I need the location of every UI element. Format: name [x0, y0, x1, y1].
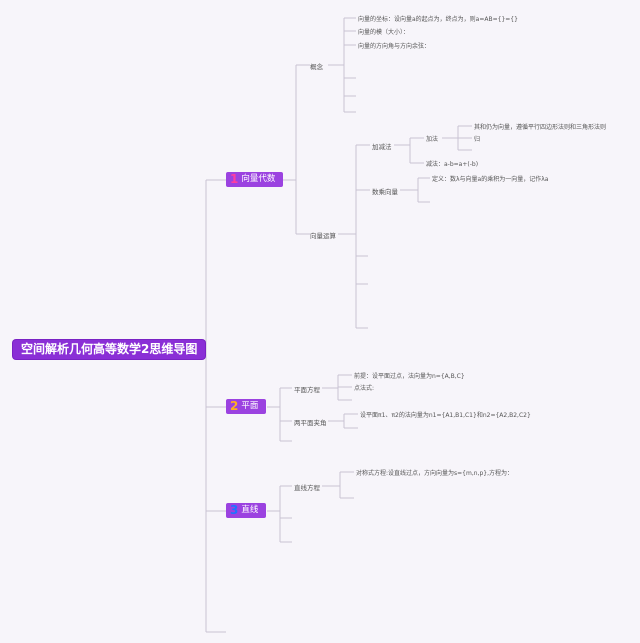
topic-scalar-multiplication[interactable]: 数乘向量	[372, 188, 398, 196]
branch-number: 1	[230, 172, 239, 186]
leaf-direction-cosines[interactable]: 向量的方向角与方向余弦：	[358, 43, 431, 50]
leaf-plane-normals[interactable]: 设平面π1、π2的法向量为n1={A1,B1,C1}和n2={A2,B2,C2}	[360, 412, 531, 419]
topic-addition[interactable]: 加法	[426, 136, 439, 143]
topic-subtraction[interactable]: 减法：a-b=a+(-b)	[426, 161, 479, 168]
topic-vector-operations[interactable]: 向量运算	[310, 232, 336, 240]
topic-line-equation[interactable]: 直线方程	[294, 484, 320, 492]
leaf-vector-coordinates[interactable]: 向量的坐标：设向量a的起点为，终点为，则a=AB={}={}	[358, 16, 518, 23]
leaf-plane-premise[interactable]: 前提：设平面过点，法向量为n={A,B,C}	[354, 373, 465, 380]
leaf-addition-rule[interactable]: 其和仍为向量，遵循平行四边形法则和三角形法则	[474, 124, 607, 131]
branch-label: 向量代数	[241, 174, 276, 184]
branch-number: 3	[230, 503, 239, 517]
leaf-scalar-definition[interactable]: 定义：数λ与向量a的乘积为一向量，记作λa	[432, 176, 549, 183]
branch-number: 2	[230, 399, 239, 413]
topic-concept[interactable]: 概念	[310, 63, 323, 71]
leaf-point-normal-form[interactable]: 点法式:	[354, 385, 375, 392]
branch-label: 平面	[241, 401, 259, 411]
topic-add-subtract[interactable]: 加减法	[372, 143, 392, 151]
topic-plane-angle[interactable]: 两平面夹角	[294, 419, 327, 427]
leaf-vector-magnitude[interactable]: 向量的模（大小）：	[358, 29, 410, 36]
root-topic[interactable]: 空间解析几何高等数学2思维导图	[13, 340, 206, 359]
leaf-symmetric-equation[interactable]: 对称式方程:设直线过点，方向向量为s={m,n,p},方程为：	[356, 470, 513, 477]
leaf-addition-note[interactable]: 归	[474, 136, 481, 143]
branch-label: 直线	[241, 505, 259, 515]
topic-plane-equation[interactable]: 平面方程	[294, 386, 320, 394]
